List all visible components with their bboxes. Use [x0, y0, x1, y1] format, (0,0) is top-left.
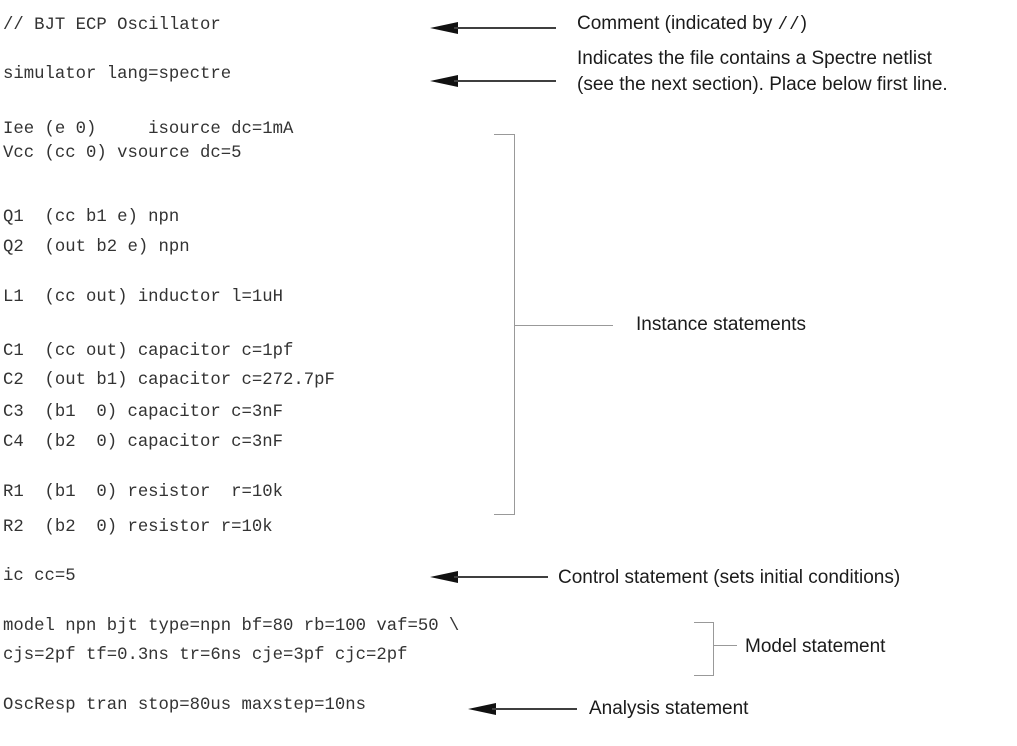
comment-arrow — [430, 21, 556, 35]
model-bracket-vertical-line — [712, 621, 714, 676]
code-line: C3 (b1 0) capacitor c=3nF — [3, 403, 284, 422]
simulator-annotation-line2: (see the next section). Place below firs… — [577, 74, 948, 95]
instance-bracket-bottom-tick — [494, 514, 514, 516]
code-line: Q2 (out b2 e) npn — [3, 238, 190, 257]
code-line: C2 (out b1) capacitor c=272.7pF — [3, 371, 335, 390]
code-line: C1 (cc out) capacitor c=1pf — [3, 342, 294, 361]
model-bracket-top-tick — [694, 621, 713, 623]
simulator-annotation-line1: Indicates the file contains a Spectre ne… — [577, 48, 932, 69]
analysis-statement-label: Analysis statement — [589, 698, 749, 719]
simulator-annotation: Indicates the file contains a Spectre ne… — [577, 46, 948, 98]
instance-bracket-leader-line — [514, 324, 613, 326]
arrow-shaft-line — [454, 576, 548, 578]
simulator-arrow — [430, 74, 556, 88]
model-statement-label: Model statement — [745, 636, 886, 657]
code-line: simulator lang=spectre — [3, 65, 232, 84]
left-arrowhead-icon — [430, 21, 458, 34]
arrow-shaft-line — [492, 708, 577, 710]
code-line: L1 (cc out) inductor l=1uH — [3, 288, 284, 307]
code-line: R2 (b2 0) resistor r=10k — [3, 518, 273, 537]
code-line: R1 (b1 0) resistor r=10k — [3, 483, 284, 502]
code-line: Iee (e 0) isource dc=1mA — [3, 120, 294, 139]
code-line: model npn bjt type=npn bf=80 rb=100 vaf=… — [3, 617, 460, 636]
code-line: OscResp tran stop=80us maxstep=10ns — [3, 696, 366, 715]
left-arrowhead-icon — [468, 702, 496, 715]
code-line: C4 (b2 0) capacitor c=3nF — [3, 433, 284, 452]
instance-bracket-top-tick — [494, 134, 514, 136]
left-arrowhead-icon — [430, 74, 458, 87]
model-bracket-bottom-tick — [694, 674, 713, 676]
left-arrowhead-icon — [430, 570, 458, 583]
model-bracket-leader-line — [713, 645, 737, 647]
code-line: Vcc (cc 0) vsource dc=5 — [3, 144, 242, 163]
code-line: cjs=2pf tf=0.3ns tr=6ns cje=3pf cjc=2pf — [3, 646, 408, 665]
control-statement-label: Control statement (sets initial conditio… — [558, 567, 901, 588]
code-line: Q1 (cc b1 e) npn — [3, 208, 180, 227]
comment-annotation-prefix: Comment (indicated by — [577, 13, 778, 34]
control-arrow — [430, 570, 548, 584]
instance-statements-label: Instance statements — [636, 314, 807, 335]
arrow-shaft-line — [454, 27, 556, 29]
code-line: // BJT ECP Oscillator — [3, 16, 221, 35]
code-line: ic cc=5 — [3, 567, 76, 586]
arrow-shaft-line — [454, 80, 556, 82]
comment-annotation-suffix: ) — [800, 13, 807, 34]
comment-annotation-code: // — [777, 15, 801, 35]
comment-annotation: Comment (indicated by //) — [577, 13, 807, 36]
analysis-arrow — [468, 702, 577, 716]
